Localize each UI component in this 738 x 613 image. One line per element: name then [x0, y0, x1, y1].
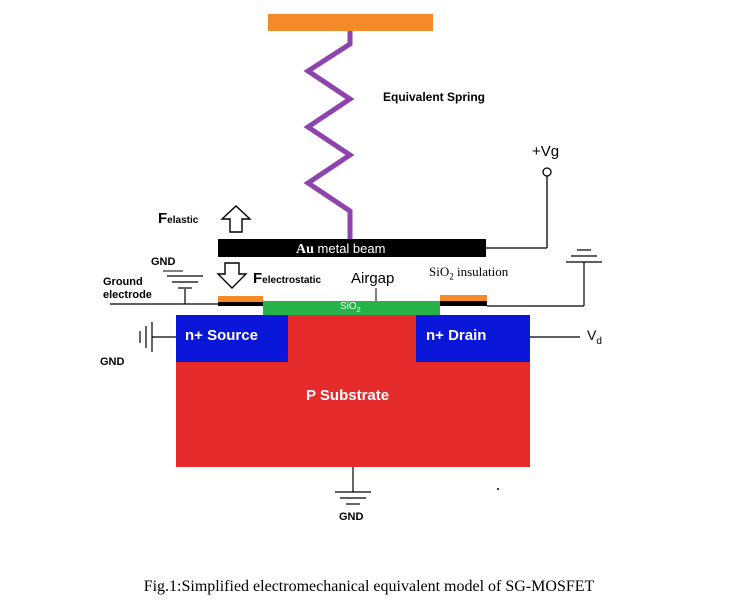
- elastic-force-arrow: [220, 205, 252, 233]
- vd-sub: d: [596, 335, 602, 347]
- gnd-left-label: GND: [100, 356, 125, 368]
- sio2-gate-oxide: [263, 301, 440, 315]
- ground-electrode-line2: electrode: [103, 289, 152, 301]
- f-electrostatic-label: Felectrostatic: [253, 271, 321, 286]
- ground-electrode-line1: Ground: [103, 276, 143, 288]
- vg-terminal: [542, 167, 552, 177]
- f-electrostatic-sub: electrostatic: [262, 275, 322, 286]
- beam-label: Au metal beam: [296, 242, 385, 257]
- n-plus-source: [176, 315, 288, 362]
- n-plus-drain: [416, 315, 530, 362]
- vg-label: +Vg: [532, 143, 560, 160]
- figure-caption: Fig.1:Simplified electromechanical equiv…: [143, 578, 595, 595]
- insulation-pre: SiO: [429, 264, 450, 279]
- electrostatic-force-arrow: [216, 262, 248, 289]
- gnd-top-label: GND: [151, 256, 176, 268]
- equivalent-spring: [303, 31, 355, 240]
- right-electrode-insulation: [440, 301, 487, 306]
- f-elastic-main: F: [158, 210, 168, 227]
- au-metal-beam: [218, 239, 486, 257]
- oxide-sub: 2: [356, 307, 361, 314]
- airgap-label: Airgap: [351, 270, 395, 287]
- left-electrode-insulation: [218, 302, 263, 306]
- left-ground-electrode: [218, 296, 263, 302]
- right-ground-electrode: [440, 295, 487, 301]
- spring-label: Equivalent Spring: [383, 90, 486, 104]
- ground-electrode-label: Ground electrode: [103, 276, 152, 302]
- substrate-label: P Substrate: [306, 387, 390, 404]
- oxide-pre: SiO: [340, 301, 357, 312]
- spring-anchor: [268, 14, 433, 31]
- insulation-post: insulation: [453, 264, 509, 279]
- source-label: n+ Source: [185, 327, 258, 344]
- stray-dot: [497, 488, 499, 490]
- drain-label: n+ Drain: [426, 327, 487, 344]
- f-elastic-label: Felastic: [158, 211, 198, 226]
- beam-label-bold: Au: [296, 242, 314, 257]
- beam-label-rest: metal beam: [313, 241, 386, 256]
- vd-main: V: [587, 327, 597, 343]
- oxide-label: SiO2: [340, 301, 361, 315]
- f-electrostatic-main: F: [253, 270, 263, 287]
- insulation-sub: 2: [449, 271, 454, 282]
- vd-label: Vd: [587, 328, 602, 347]
- f-elastic-sub: elastic: [167, 215, 199, 226]
- gnd-bottom-label: GND: [339, 511, 364, 523]
- insulation-label: SiO2 insulation: [429, 265, 508, 282]
